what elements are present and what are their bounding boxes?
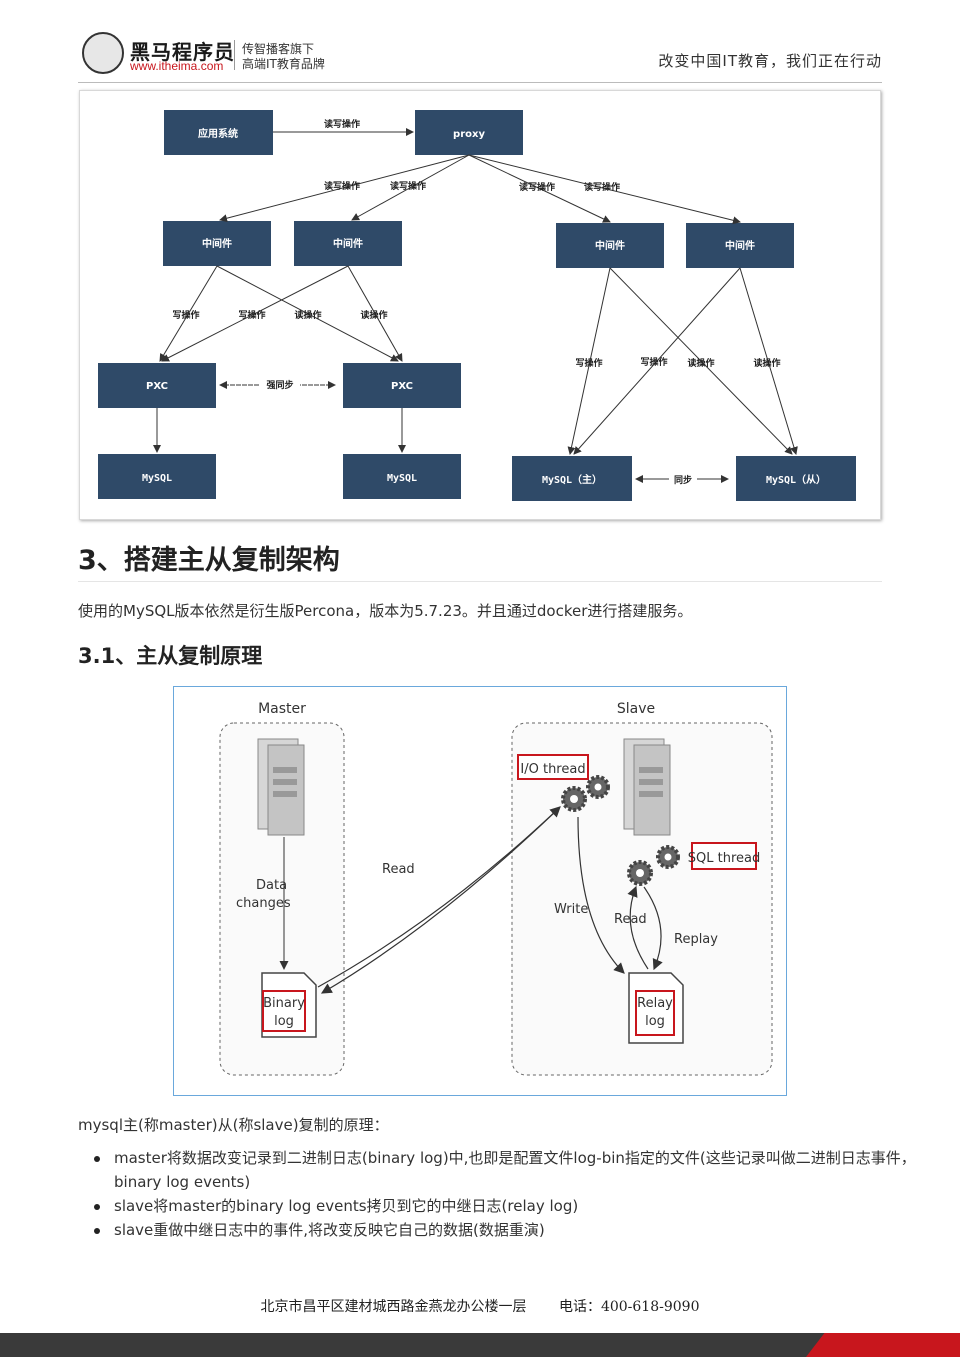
- page-header: 黑马程序员 www.itheima.com 传智播客旗下 高端IT教育品牌 改变…: [0, 0, 960, 90]
- slave-container: [511, 722, 773, 1076]
- read-op-label: 读操作: [753, 357, 780, 369]
- write-label: Write: [554, 902, 588, 917]
- brand-name: 黑马程序员: [130, 40, 235, 64]
- tagline-line2: 高端IT教育品牌: [242, 57, 325, 71]
- read-op-label: 读操作: [360, 309, 387, 321]
- mysql-box-1: [98, 454, 216, 499]
- brand-url[interactable]: www.itheima.com: [130, 59, 224, 73]
- master-server-icon: [257, 738, 305, 836]
- replication-diagram: Master Slave Data ch: [173, 686, 787, 1096]
- sql-thread-gears-icon: [627, 845, 680, 886]
- middleware-box-2: [294, 221, 402, 266]
- footer-contact: 北京市昌平区建材城西路金燕龙办公楼一层 电话：400-618-9090: [0, 1296, 960, 1316]
- principle-lead: mysql主(称master)从(称slave)复制的原理：: [78, 1116, 389, 1134]
- replication-svg: Master Slave Data ch: [219, 701, 773, 1076]
- rw-op-label: 读写操作: [390, 180, 426, 192]
- mysql-slave-label: MySQL（从）: [766, 473, 826, 486]
- architecture-svg: 应用系统 proxy 读写操作 中间件 中间件 中间件 中间件 读写操作 读写操…: [98, 110, 856, 501]
- mysql-label: MySQL: [142, 473, 172, 484]
- pxc-label: PXC: [146, 381, 168, 392]
- mysql-slave-box: [736, 456, 856, 501]
- slave-server-icon: [623, 738, 671, 836]
- footer-accent: [806, 1333, 960, 1357]
- strong-sync-label: 强同步: [266, 379, 293, 391]
- slave-label: Slave: [617, 701, 655, 717]
- middleware-label: 中间件: [595, 239, 625, 252]
- section-divider: [78, 581, 882, 582]
- sql-thread-label: SQL thread: [688, 851, 760, 866]
- read-label-slave: Read: [614, 912, 647, 927]
- read-label: Read: [382, 862, 415, 877]
- pxc-box-1: [98, 363, 216, 408]
- write-op-label: 写操作: [172, 309, 199, 321]
- middleware-label: 中间件: [333, 237, 363, 250]
- relay-log-label: Relay: [637, 996, 673, 1011]
- rw-op-label: 读写操作: [584, 181, 620, 193]
- proxy-label: proxy: [453, 129, 485, 140]
- mysql-master-label: MySQL（主）: [542, 473, 602, 486]
- middleware-box-4: [686, 223, 794, 268]
- data-changes-label: Data: [256, 878, 287, 893]
- footer-phone: 电话：400-618-9090: [558, 1299, 700, 1315]
- io-thread-box: [517, 754, 589, 780]
- write-op-label: 写操作: [640, 356, 667, 368]
- list-item: slave将master的binary log events拷贝到它的中继日志(…: [94, 1194, 924, 1218]
- mysql-box-2: [343, 454, 461, 499]
- architecture-diagram: 应用系统 proxy 读写操作 中间件 中间件 中间件 中间件 读写操作 读写操…: [79, 90, 881, 520]
- app-system-label: 应用系统: [198, 127, 238, 140]
- io-thread-label: I/O thread: [520, 762, 585, 777]
- replay-label: Replay: [674, 932, 718, 947]
- io-thread-gears-icon: [561, 775, 610, 812]
- binary-log-label: log: [274, 1014, 294, 1029]
- middleware-label: 中间件: [202, 237, 232, 250]
- master-label: Master: [258, 701, 306, 717]
- binary-log-icon: [261, 972, 317, 1038]
- section-3-title: 3、搭建主从复制架构: [78, 545, 340, 576]
- mysql-master-box: [512, 456, 632, 501]
- logo-divider: [234, 40, 235, 70]
- middleware-box-1: [163, 221, 271, 266]
- proxy-box: [415, 110, 523, 155]
- read-op-label: 读操作: [294, 309, 321, 321]
- section-3-1-title: 3.1、主从复制原理: [78, 644, 263, 668]
- horse-logo-icon: [82, 32, 124, 74]
- relay-log-icon: [628, 972, 684, 1044]
- sync-label: 同步: [674, 474, 692, 486]
- list-item: slave重做中继日志中的事件,将改变反映它自己的数据(数据重演): [94, 1218, 924, 1242]
- app-system-box: [164, 110, 273, 155]
- slogan: 改变中国IT教育，我们正在行动: [658, 52, 882, 70]
- footer-address: 北京市昌平区建材城西路金燕龙办公楼一层: [260, 1299, 527, 1315]
- footer-bar: [0, 1333, 960, 1357]
- read-op-label: 读操作: [687, 357, 714, 369]
- pxc-box-2: [343, 363, 461, 408]
- pxc-label: PXC: [391, 381, 413, 392]
- rw-op-label: 读写操作: [519, 181, 555, 193]
- section-3-intro: 使用的MySQL版本依然是衍生版Percona，版本为5.7.23。并且通过do…: [78, 602, 693, 620]
- binary-log-label: Binary: [263, 996, 305, 1011]
- list-item: master将数据改变记录到二进制日志(binary log)中,也即是配置文件…: [94, 1146, 924, 1194]
- rw-op-label: 读写操作: [324, 118, 360, 130]
- middleware-box-3: [556, 223, 664, 268]
- header-divider: [78, 82, 882, 83]
- write-op-label: 写操作: [238, 309, 265, 321]
- sql-thread-box: [691, 842, 757, 870]
- data-changes-label: changes: [236, 896, 291, 911]
- tagline-line1: 传智播客旗下: [242, 42, 315, 56]
- principle-list: master将数据改变记录到二进制日志(binary log)中,也即是配置文件…: [78, 1146, 924, 1242]
- middleware-label: 中间件: [725, 239, 755, 252]
- rw-op-label: 读写操作: [324, 180, 360, 192]
- write-op-label: 写操作: [575, 357, 602, 369]
- mysql-label: MySQL: [387, 473, 417, 484]
- relay-log-label: log: [645, 1014, 665, 1029]
